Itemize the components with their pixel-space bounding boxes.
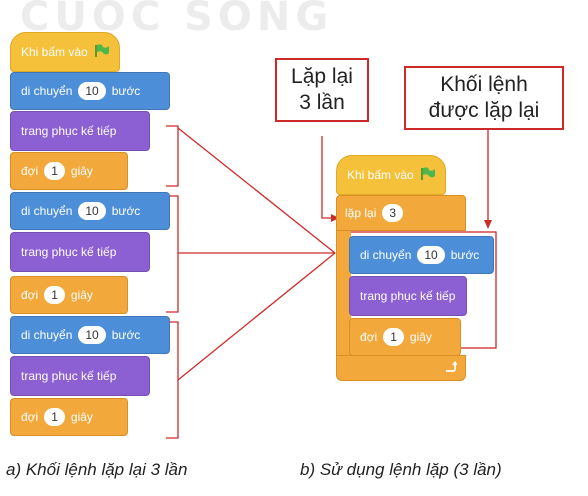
wait-seconds-input[interactable]: 1: [44, 286, 65, 304]
left-wait-block-2: đợi 1 giây: [10, 276, 128, 314]
repeat-label: lặp lại: [345, 206, 377, 220]
caption-left: a) Khối lệnh lặp lại 3 lần: [6, 460, 188, 479]
hat-label: Khi bấm vào: [347, 168, 414, 182]
repeat-block-bottom: [336, 355, 466, 381]
repeat-block-arm: [336, 231, 351, 355]
loop-arrow-icon: [443, 360, 458, 379]
move-steps-input[interactable]: 10: [417, 246, 445, 264]
right-hat-block: Khi bấm vào: [336, 155, 446, 195]
move-steps-input[interactable]: 10: [78, 326, 106, 344]
repeat-callout: Lặp lại 3 lần: [275, 58, 369, 122]
move-steps-input[interactable]: 10: [78, 82, 106, 100]
left-wait-block-1: đợi 1 giây: [10, 152, 128, 190]
green-flag-icon: [94, 43, 110, 61]
caption-right: b) Sử dụng lệnh lặp (3 lần): [300, 460, 502, 479]
right-wait-block: đợi 1 giây: [349, 318, 461, 356]
left-wait-block-3: đợi 1 giây: [10, 398, 128, 436]
wait-seconds-input[interactable]: 1: [44, 408, 65, 426]
hat-label: Khi bấm vào: [21, 45, 88, 59]
right-move-block: di chuyển 10 bước: [349, 236, 494, 274]
right-costume-block: trang phục kế tiếp: [349, 276, 467, 316]
wait-seconds-input[interactable]: 1: [383, 328, 404, 346]
repeated-block-callout: Khối lệnh được lặp lại: [404, 66, 564, 130]
left-costume-block-3: trang phục kế tiếp: [10, 356, 150, 396]
left-costume-block-1: trang phục kế tiếp: [10, 111, 150, 151]
wait-seconds-input[interactable]: 1: [44, 162, 65, 180]
left-hat-block: Khi bấm vào: [10, 32, 120, 72]
green-flag-icon: [420, 166, 436, 184]
repeat-block: lặp lại 3: [336, 195, 466, 231]
move-steps-input[interactable]: 10: [78, 202, 106, 220]
left-costume-block-2: trang phục kế tiếp: [10, 232, 150, 272]
left-move-block-1: di chuyển 10 bước: [10, 72, 170, 110]
left-move-block-2: di chuyển 10 bước: [10, 192, 170, 230]
repeat-count-input[interactable]: 3: [382, 204, 404, 222]
left-move-block-3: di chuyển 10 bước: [10, 316, 170, 354]
